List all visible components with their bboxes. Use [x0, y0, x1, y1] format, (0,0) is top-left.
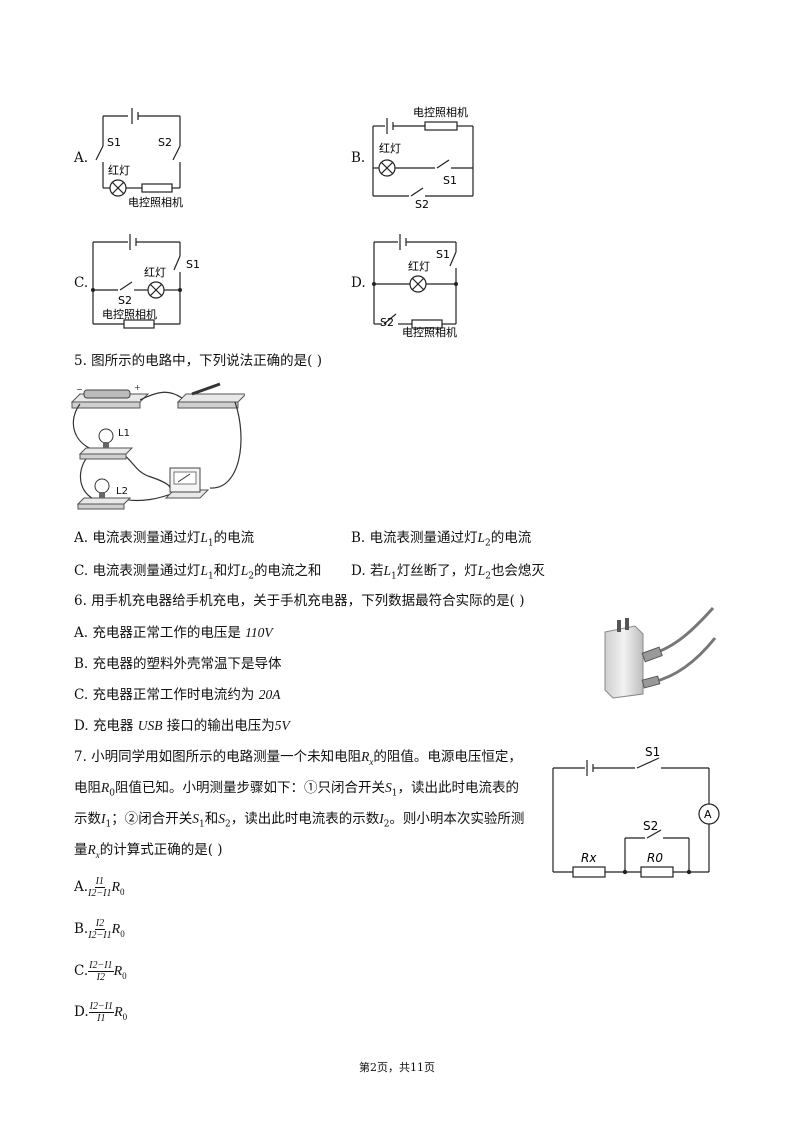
- q6-option-b: B. 充电器的塑料外壳常温下是导体: [74, 656, 282, 672]
- q5-l1-label: L1: [118, 428, 130, 439]
- q5-option-b: B. 电流表测量通过灯L2的电流: [351, 530, 532, 549]
- q4d-s2-label: S2: [380, 316, 394, 329]
- q7-line-3: 示数I1；②闭合开关S1和S2，读出此时电流表的示数I2。则小明本次实验所测: [74, 811, 525, 830]
- q5-option-c: C. 电流表测量通过灯L1和灯L2的电流之和: [74, 563, 322, 582]
- q4c-red-lamp-label: 红灯: [144, 266, 166, 279]
- q5-l2-label: L2: [116, 486, 128, 497]
- q5-circuit-photo: − + L1 L2: [70, 382, 245, 510]
- q7-r0-label: R0: [647, 851, 663, 865]
- q4a-camera-label: 电控照相机: [128, 195, 183, 209]
- q7-line-1: 7. 小明同学用如图所示的电路测量一个未知电阻Rx的阻值。电源电压恒定，: [74, 749, 522, 767]
- q4d-red-lamp-label: 红灯: [408, 260, 430, 273]
- q4b-s2-label: S2: [415, 198, 429, 210]
- q4-option-d-letter: D.: [351, 275, 366, 291]
- q7-line-4: 量Rx的计算式正确的是( ): [74, 842, 223, 860]
- q5-stem: 5. 图所示的电路中，下列说法正确的是( ): [74, 353, 322, 369]
- q4d-s1-label: S1: [436, 248, 450, 261]
- q6-stem: 6. 用手机充电器给手机充电，关于手机充电器，下列数据最符合实际的是( ): [74, 593, 525, 609]
- page-footer: 第2页，共11页: [359, 1061, 435, 1074]
- q4-circuit-b: 电控照相机 红灯 S1 S2: [372, 105, 474, 210]
- q4a-s1-label: S1: [107, 136, 121, 149]
- q4a-red-lamp-label: 红灯: [108, 164, 130, 177]
- q5-option-d: D. 若L1灯丝断了，灯L2也会熄灭: [351, 563, 545, 582]
- q6-option-d: D. 充电器 USB 接口的输出电压为5V: [74, 718, 290, 734]
- q4c-s2-label: S2: [118, 294, 132, 307]
- q6-option-c: C. 充电器正常工作时电流约为 20A: [74, 687, 281, 703]
- q4-option-c-letter: C.: [74, 275, 89, 291]
- q4c-s1-label: S1: [186, 258, 200, 271]
- q7-circuit: S1 S2 A Rx R0: [552, 745, 720, 878]
- q4b-s1-label: S1: [443, 174, 457, 187]
- q7-s1-label: S1: [645, 745, 660, 759]
- q7-line-2: 电阻R0阻值已知。小明测量步骤如下：①只闭合开关S1，读出此时电流表的: [74, 780, 519, 799]
- q4-circuit-d: S1 S2 红灯 电控照相机: [372, 234, 458, 338]
- q4b-red-lamp-label: 红灯: [379, 142, 401, 155]
- q7-s2-label: S2: [643, 819, 658, 833]
- q4b-camera-label: 电控照相机: [413, 105, 468, 119]
- q4a-s2-label: S2: [158, 136, 172, 149]
- q4-circuit-a: S1 S2 红灯 电控照相机: [95, 108, 183, 209]
- q6-option-a: A. 充电器正常工作的电压是 110V: [74, 625, 273, 641]
- q4c-camera-label: 电控照相机: [102, 307, 157, 321]
- q5-option-a: A. 电流表测量通过灯L1的电流: [74, 530, 255, 549]
- q7-rx-label: Rx: [581, 851, 597, 865]
- svg-text:+: +: [134, 383, 141, 392]
- q4-circuit-c: S1 S2 红灯 电控照相机: [91, 234, 200, 329]
- q4-option-b-letter: B.: [351, 150, 366, 166]
- q6-charger-photo: [604, 606, 717, 699]
- svg-text:−: −: [76, 385, 83, 394]
- q4d-camera-label: 电控照相机: [402, 325, 457, 338]
- q4-option-a-letter: A.: [74, 150, 89, 166]
- q7-ammeter-label: A: [704, 808, 712, 821]
